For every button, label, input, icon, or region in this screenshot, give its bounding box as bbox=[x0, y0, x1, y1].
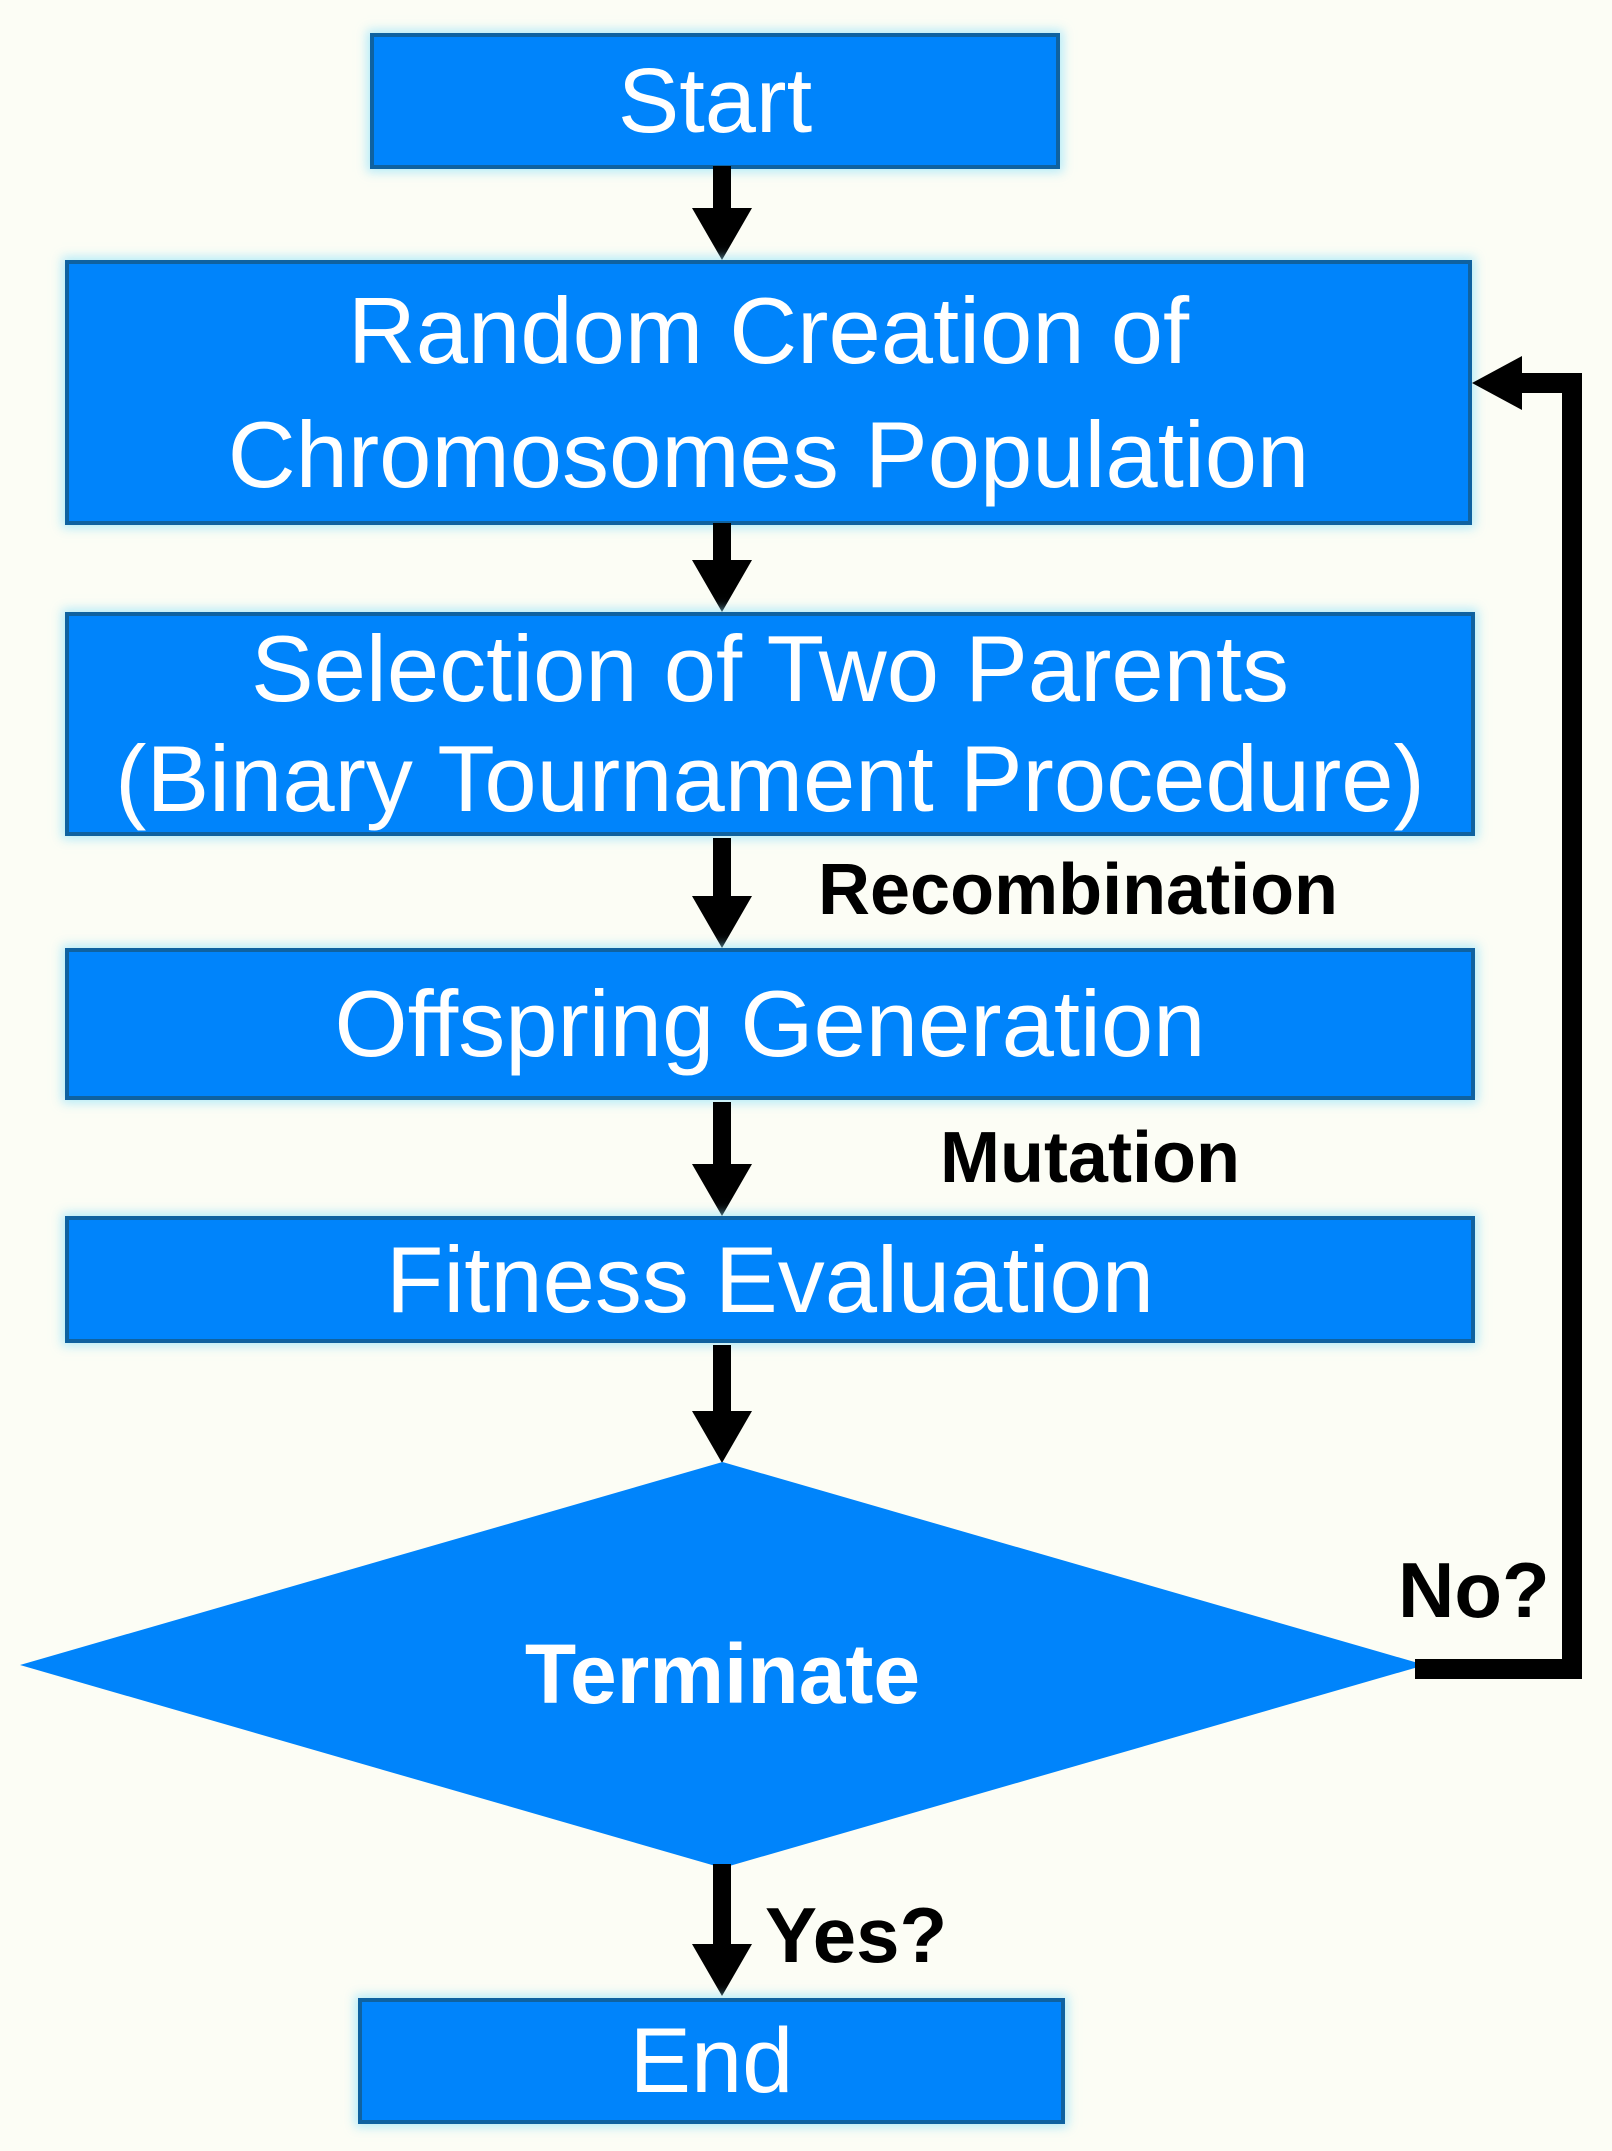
arrow-selection-to-offspring-head-icon bbox=[692, 896, 752, 948]
node-fitness-evaluation: Fitness Evaluation bbox=[65, 1216, 1475, 1343]
arrow-start-to-random-shaft bbox=[713, 166, 731, 212]
arrow-offspring-to-fitness-shaft bbox=[713, 1102, 731, 1168]
arrow-fitness-to-terminate-head-icon bbox=[692, 1411, 752, 1463]
node-terminate-label: Terminate bbox=[524, 1626, 921, 1721]
feedback-line-vertical bbox=[1562, 373, 1582, 1679]
arrow-terminate-to-end-shaft bbox=[713, 1864, 731, 1948]
edge-label-recombination: Recombination bbox=[818, 850, 1339, 930]
node-selection-line1: Selection of Two Parents bbox=[250, 616, 1290, 721]
node-random-creation: Random Creation of Chromosomes Populatio… bbox=[65, 260, 1472, 525]
arrow-fitness-to-terminate-shaft bbox=[713, 1345, 731, 1415]
edge-label-mutation: Mutation bbox=[940, 1118, 1240, 1198]
arrow-start-to-random-head-icon bbox=[692, 208, 752, 260]
node-end: End bbox=[358, 1998, 1065, 2124]
arrow-random-to-selection-shaft bbox=[713, 523, 731, 567]
feedback-line-top bbox=[1516, 373, 1582, 393]
node-selection-line2: (Binary Tournament Procedure) bbox=[115, 726, 1425, 831]
arrow-terminate-to-end-head-icon bbox=[692, 1944, 752, 1996]
node-terminate-decision: Terminate bbox=[20, 1462, 1425, 1868]
arrow-offspring-to-fitness-head-icon bbox=[692, 1164, 752, 1216]
arrow-selection-to-offspring-shaft bbox=[713, 838, 731, 900]
node-random-creation-line2: Chromosomes Population bbox=[227, 401, 1310, 507]
node-fitness-evaluation-label: Fitness Evaluation bbox=[385, 1226, 1155, 1332]
arrow-random-to-selection-head-icon bbox=[692, 560, 752, 612]
node-start-label: Start bbox=[617, 49, 813, 152]
node-start: Start bbox=[370, 33, 1060, 169]
node-selection: Selection of Two Parents (Binary Tournam… bbox=[65, 612, 1475, 836]
node-end-label: End bbox=[629, 2009, 794, 2112]
feedback-line-bottom bbox=[1415, 1659, 1582, 1679]
node-offspring-generation-label: Offspring Generation bbox=[334, 971, 1206, 1076]
edge-label-no: No? bbox=[1398, 1546, 1550, 1634]
node-offspring-generation: Offspring Generation bbox=[65, 948, 1475, 1100]
node-random-creation-line1: Random Creation of bbox=[347, 277, 1190, 383]
edge-label-yes: Yes? bbox=[765, 1891, 948, 1979]
feedback-arrowhead-icon bbox=[1472, 356, 1522, 410]
